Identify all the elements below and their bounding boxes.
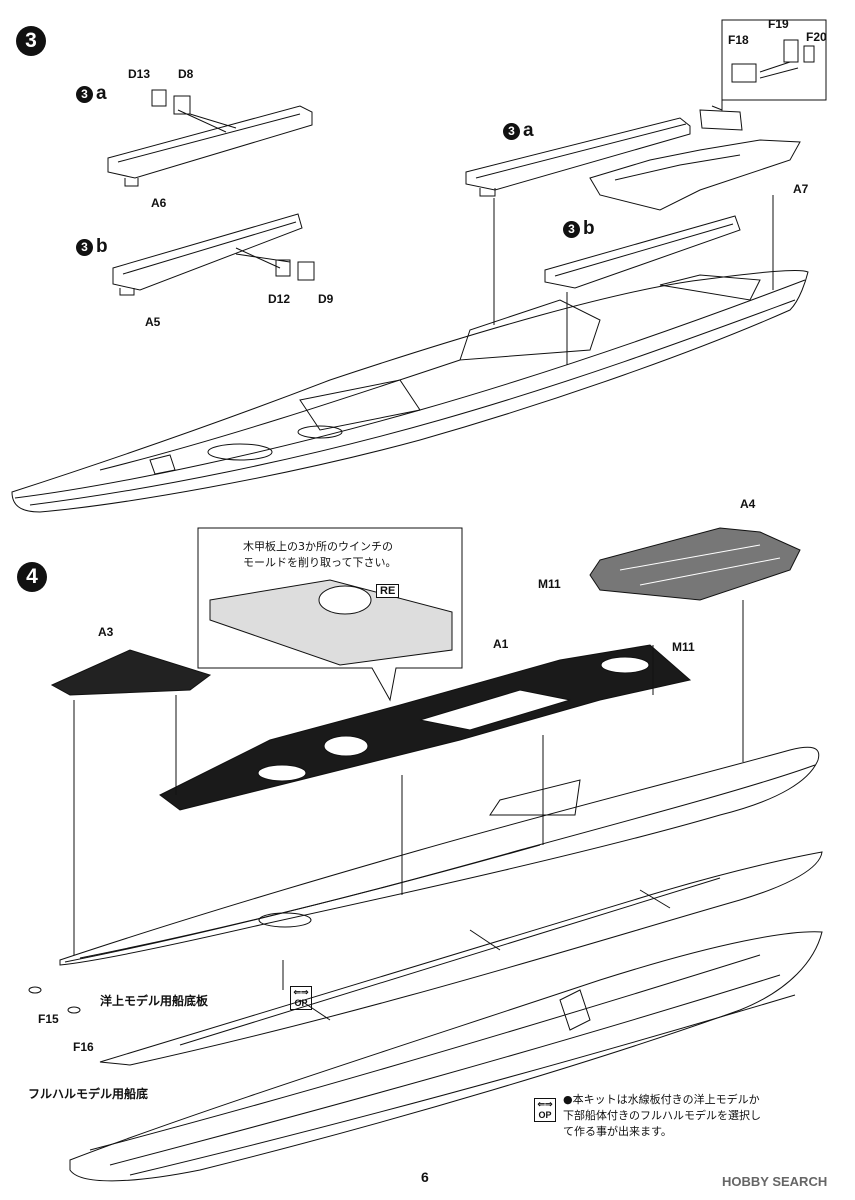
part-label-f18: F18 xyxy=(728,33,749,47)
substep-3a-right: 3 a xyxy=(503,120,534,142)
substep-letter: b xyxy=(583,218,595,239)
re-tag: RE xyxy=(376,584,400,598)
substep-letter: a xyxy=(96,83,107,104)
note-line-3: て作る事が出来ます。 xyxy=(563,1125,672,1138)
fullhull-bottom-label: フルハルモデル用船底 xyxy=(28,1087,149,1101)
note-line-1: ●本キットは水線板付きの洋上モデルか xyxy=(563,1093,760,1106)
part-a7-drawing xyxy=(589,19,827,211)
op-text: OP xyxy=(294,998,308,1008)
part-label-d13: D13 xyxy=(128,67,151,81)
page-number: 6 xyxy=(421,1169,429,1185)
part-label-m11-right: M11 xyxy=(672,640,695,654)
part-label-a7: A7 xyxy=(793,182,809,196)
part-label-f19: F19 xyxy=(768,17,789,31)
part-label-a6: A6 xyxy=(151,196,167,210)
part-label-a3: A3 xyxy=(98,625,114,639)
watermark: HOBBY SEARCH xyxy=(722,1174,828,1189)
part-a5-drawing xyxy=(112,213,315,296)
part-a6-drawing xyxy=(107,89,313,187)
step-3-badge: 3 xyxy=(16,26,46,56)
part-label-f16: F16 xyxy=(73,1040,94,1054)
part-label-d12: D12 xyxy=(268,292,291,306)
substep-3b-right: 3 b xyxy=(563,218,595,240)
optional-part-icon: ⇐⇒ OP xyxy=(290,986,312,1010)
fullhull-bottom-drawing xyxy=(69,931,823,1182)
hull-step3 xyxy=(11,269,809,513)
part-label-f15: F15 xyxy=(38,1012,59,1026)
part-label-a1: A1 xyxy=(493,637,509,651)
op-text: OP xyxy=(538,1110,552,1120)
part-a4-drawing xyxy=(589,527,801,601)
swap-arrows-icon: ⇐⇒ xyxy=(537,1099,553,1109)
waterline-plate-label: 洋上モデル用船底板 xyxy=(100,994,209,1008)
step-4-number: 4 xyxy=(26,565,38,588)
part-label-m11-top: M11 xyxy=(538,577,561,591)
note-line-2: 下部船体付きのフルハルモデルを選択し xyxy=(563,1109,761,1122)
part-a1-drawing xyxy=(159,644,692,811)
part-label-f20: F20 xyxy=(806,30,827,44)
substep-3a-left: 3 a xyxy=(76,83,107,105)
hull-step4 xyxy=(59,746,820,966)
callout-box-drawing xyxy=(197,527,463,702)
waterline-plate-drawing xyxy=(99,851,823,1066)
part-3b-drawing xyxy=(544,215,741,289)
step-3-number: 3 xyxy=(25,29,37,52)
substep-dot: 3 xyxy=(76,238,93,256)
part-label-d8: D8 xyxy=(178,67,194,81)
swap-arrows-icon: ⇐⇒ xyxy=(293,987,309,997)
callout-line-2: モールドを削り取って下さい。 xyxy=(243,556,397,569)
substep-letter: a xyxy=(523,120,534,141)
substep-dot: 3 xyxy=(563,220,580,238)
part-label-a4: A4 xyxy=(740,497,756,511)
part-a3-drawing xyxy=(50,649,212,696)
substep-dot: 3 xyxy=(503,122,520,140)
substep-3b-left: 3 b xyxy=(76,236,108,258)
part-label-d9: D9 xyxy=(318,292,334,306)
substep-letter: b xyxy=(96,236,108,257)
substep-dot: 3 xyxy=(76,85,93,103)
part-3a-drawing xyxy=(465,117,691,197)
optional-part-icon: ⇐⇒ OP xyxy=(534,1098,556,1122)
part-label-a5: A5 xyxy=(145,315,161,329)
callout-line-1: 木甲板上の3か所のウインチの xyxy=(243,540,393,553)
step-4-badge: 4 xyxy=(17,562,47,592)
